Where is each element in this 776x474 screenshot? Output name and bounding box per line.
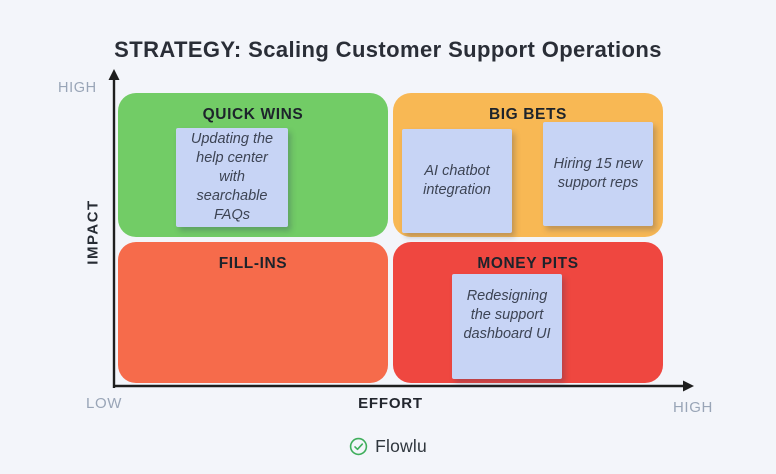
y-axis-arrowhead-icon xyxy=(108,69,120,80)
x-axis-low-label: LOW xyxy=(86,395,122,412)
sticky-note-money-pits: Redesigning the support dashboard UI xyxy=(452,274,562,379)
y-axis-high-label: HIGH xyxy=(58,80,97,96)
page-title: STRATEGY: Scaling Customer Support Opera… xyxy=(114,37,662,62)
sticky-note-quick-wins: Updating the help center with searchable… xyxy=(176,128,288,227)
sticky-note-text: Hiring 15 new support reps xyxy=(553,155,643,191)
sticky-note-text: Redesigning the support dashboard UI xyxy=(463,288,551,343)
quadrant-label: QUICK WINS xyxy=(202,106,304,123)
sticky-note-big-bets-2: Hiring 15 new support reps xyxy=(543,122,653,226)
brand-name: Flowlu xyxy=(375,436,427,456)
sticky-note-text: Updating the help center with searchable… xyxy=(190,130,274,224)
x-axis-high-label: HIGH xyxy=(673,399,713,416)
circle-check-icon xyxy=(349,437,368,456)
y-axis-title: IMPACT xyxy=(84,199,102,265)
sticky-note-big-bets-1: AI chatbot integration xyxy=(402,129,512,233)
quadrant-label: FILL-INS xyxy=(218,255,288,272)
quadrant-label: BIG BETS xyxy=(488,106,567,123)
quadrant-fill-ins: FILL-INS xyxy=(118,242,388,383)
quadrant-label: MONEY PITS xyxy=(477,255,579,272)
x-axis-title: EFFORT xyxy=(358,395,423,412)
sticky-note-text: AI chatbot integration xyxy=(423,162,491,198)
x-axis-arrowhead-icon xyxy=(683,380,694,392)
footer-brand: Flowlu xyxy=(0,436,776,457)
